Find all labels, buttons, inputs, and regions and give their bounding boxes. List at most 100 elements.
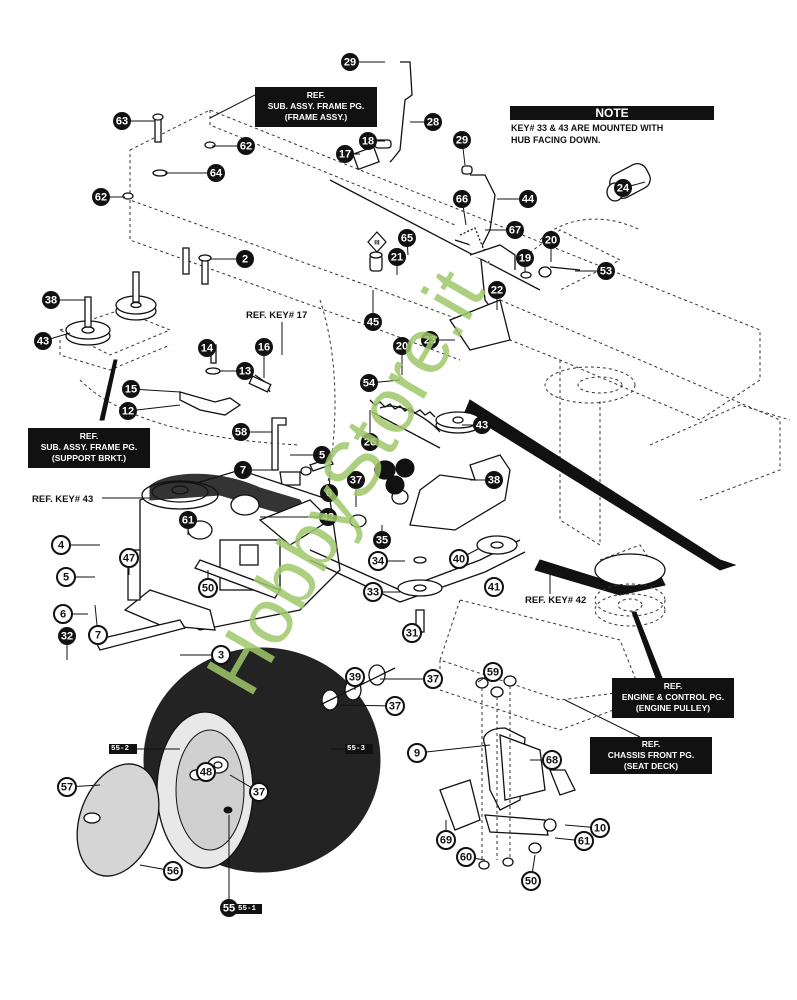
callout-key-48[interactable]: 48 bbox=[196, 762, 216, 782]
callout-number: 63 bbox=[116, 116, 128, 128]
callout-key-5[interactable]: 5 bbox=[313, 446, 331, 464]
callout-key-6[interactable]: 6 bbox=[53, 604, 73, 624]
callout-key-37[interactable]: 37 bbox=[423, 669, 443, 689]
callout-badge bbox=[393, 337, 411, 355]
callout-key-37[interactable]: 37 bbox=[249, 782, 269, 802]
callout-badge bbox=[590, 818, 610, 838]
callout-key-43[interactable]: 43 bbox=[473, 416, 491, 434]
callout-key-68[interactable]: 68 bbox=[542, 750, 562, 770]
callout-key-61[interactable]: 61 bbox=[179, 511, 197, 529]
callout-key-44[interactable]: 44 bbox=[519, 190, 537, 208]
callout-key-7[interactable]: 7 bbox=[88, 625, 108, 645]
callout-key-45[interactable]: 45 bbox=[364, 313, 382, 331]
callout-badge bbox=[319, 508, 337, 526]
callout-key-6[interactable]: 6 bbox=[320, 484, 338, 502]
callout-number: 23 bbox=[424, 335, 436, 347]
callout-key-10[interactable]: 10 bbox=[590, 818, 610, 838]
ref-box-support-brkt: REF. SUB. ASSY. FRAME PG. (SUPPORT BRKT.… bbox=[28, 359, 150, 468]
callout-badge bbox=[51, 535, 71, 555]
callout-key-18[interactable]: 18 bbox=[359, 132, 377, 150]
callout-key-20[interactable]: 20 bbox=[542, 231, 560, 249]
ref-key-17-label: REF. KEY# 17 bbox=[246, 310, 307, 321]
callout-badge bbox=[402, 623, 422, 643]
callout-key-17[interactable]: 17 bbox=[336, 145, 354, 163]
callout-key-40[interactable]: 40 bbox=[449, 549, 469, 569]
callout-key-28[interactable]: 28 bbox=[424, 113, 442, 131]
callout-badge bbox=[236, 362, 254, 380]
callout-key-39[interactable]: 39 bbox=[345, 667, 365, 687]
callout-key-37[interactable]: 37 bbox=[385, 696, 405, 716]
callout-key-29[interactable]: 29 bbox=[453, 131, 471, 149]
callout-key-16[interactable]: 16 bbox=[255, 338, 273, 356]
callout-key-22[interactable]: 22 bbox=[488, 281, 506, 299]
callout-key-26[interactable]: 26 bbox=[361, 433, 379, 451]
callout-key-50[interactable]: 50 bbox=[521, 871, 541, 891]
tire-tag: 55-1 bbox=[238, 905, 257, 913]
callout-key-61[interactable]: 61 bbox=[574, 831, 594, 851]
callout-key-24[interactable]: 24 bbox=[614, 179, 632, 197]
callout-key-13[interactable]: 13 bbox=[236, 362, 254, 380]
callout-key-66[interactable]: 66 bbox=[453, 190, 471, 208]
callout-key-2[interactable]: 2 bbox=[236, 250, 254, 268]
callout-key-38[interactable]: 38 bbox=[485, 471, 503, 489]
callout-badge bbox=[361, 433, 379, 451]
callout-key-57[interactable]: 57 bbox=[57, 777, 77, 797]
callout-number: 39 bbox=[349, 672, 361, 684]
callout-key-54[interactable]: 54 bbox=[360, 374, 378, 392]
tire-tag: 55-3 bbox=[347, 745, 366, 753]
callout-key-33[interactable]: 33 bbox=[363, 582, 383, 602]
callout-badge bbox=[234, 461, 252, 479]
callout-key-20[interactable]: 20 bbox=[393, 337, 411, 355]
callout-key-35[interactable]: 35 bbox=[373, 531, 391, 549]
callout-key-42[interactable]: 42 bbox=[319, 508, 337, 526]
callout-badge bbox=[113, 112, 131, 130]
callout-number: 24 bbox=[617, 183, 630, 195]
callout-key-58[interactable]: 58 bbox=[232, 423, 250, 441]
callout-key-7[interactable]: 7 bbox=[234, 461, 252, 479]
callout-key-55[interactable]: 55 bbox=[220, 899, 238, 917]
callout-key-62[interactable]: 62 bbox=[237, 137, 255, 155]
callout-key-38[interactable]: 38 bbox=[42, 291, 60, 309]
callout-key-3[interactable]: 3 bbox=[211, 645, 231, 665]
callout-key-12[interactable]: 12 bbox=[119, 402, 137, 420]
ref-box-seat-deck: REF. CHASSIS FRONT PG. (SEAT DECK) bbox=[564, 699, 712, 774]
callout-number: 12 bbox=[122, 406, 134, 418]
callout-key-4[interactable]: 4 bbox=[51, 535, 71, 555]
callout-key-23[interactable]: 23 bbox=[421, 331, 439, 349]
callout-key-67[interactable]: 67 bbox=[506, 221, 524, 239]
callout-number: 32 bbox=[61, 631, 73, 643]
callout-key-59[interactable]: 59 bbox=[483, 662, 503, 682]
callout-key-53[interactable]: 53 bbox=[597, 262, 615, 280]
callout-badge bbox=[92, 188, 110, 206]
callout-badge bbox=[483, 662, 503, 682]
callout-number: 21 bbox=[391, 252, 403, 264]
note-line: KEY# 33 & 43 ARE MOUNTED WITH bbox=[511, 123, 663, 133]
callout-key-56[interactable]: 56 bbox=[163, 861, 183, 881]
callout-key-47[interactable]: 47 bbox=[119, 548, 139, 568]
callout-key-43[interactable]: 43 bbox=[34, 332, 52, 350]
callout-key-32[interactable]: 32 bbox=[58, 627, 76, 645]
callout-key-64[interactable]: 64 bbox=[207, 164, 225, 182]
callout-key-63[interactable]: 63 bbox=[113, 112, 131, 130]
callout-key-29[interactable]: 29 bbox=[341, 53, 359, 71]
callout-key-50[interactable]: 50 bbox=[198, 578, 218, 598]
callout-key-69[interactable]: 69 bbox=[436, 830, 456, 850]
ref-line: ENGINE & CONTROL PG. bbox=[622, 692, 724, 702]
callout-key-31[interactable]: 31 bbox=[402, 623, 422, 643]
callout-key-34[interactable]: 34 bbox=[368, 551, 388, 571]
callout-key-65[interactable]: 65 bbox=[398, 229, 416, 247]
callout-key-14[interactable]: 14 bbox=[198, 339, 216, 357]
callout-key-5[interactable]: 5 bbox=[56, 567, 76, 587]
callout-badge bbox=[359, 132, 377, 150]
callout-key-21[interactable]: 21 bbox=[388, 248, 406, 266]
callout-key-19[interactable]: 19 bbox=[516, 249, 534, 267]
callout-key-41[interactable]: 41 bbox=[484, 577, 504, 597]
callout-badge bbox=[453, 190, 471, 208]
callout-key-15[interactable]: 15 bbox=[122, 380, 140, 398]
callout-key-60[interactable]: 60 bbox=[456, 847, 476, 867]
callout-key-37[interactable]: 37 bbox=[347, 471, 365, 489]
callout-key-62[interactable]: 62 bbox=[92, 188, 110, 206]
plain-labels: REF. KEY# 17 REF. KEY# 43 REF. KEY# 42 bbox=[32, 310, 586, 606]
callout-key-9[interactable]: 9 bbox=[407, 743, 427, 763]
callout-badge bbox=[542, 231, 560, 249]
